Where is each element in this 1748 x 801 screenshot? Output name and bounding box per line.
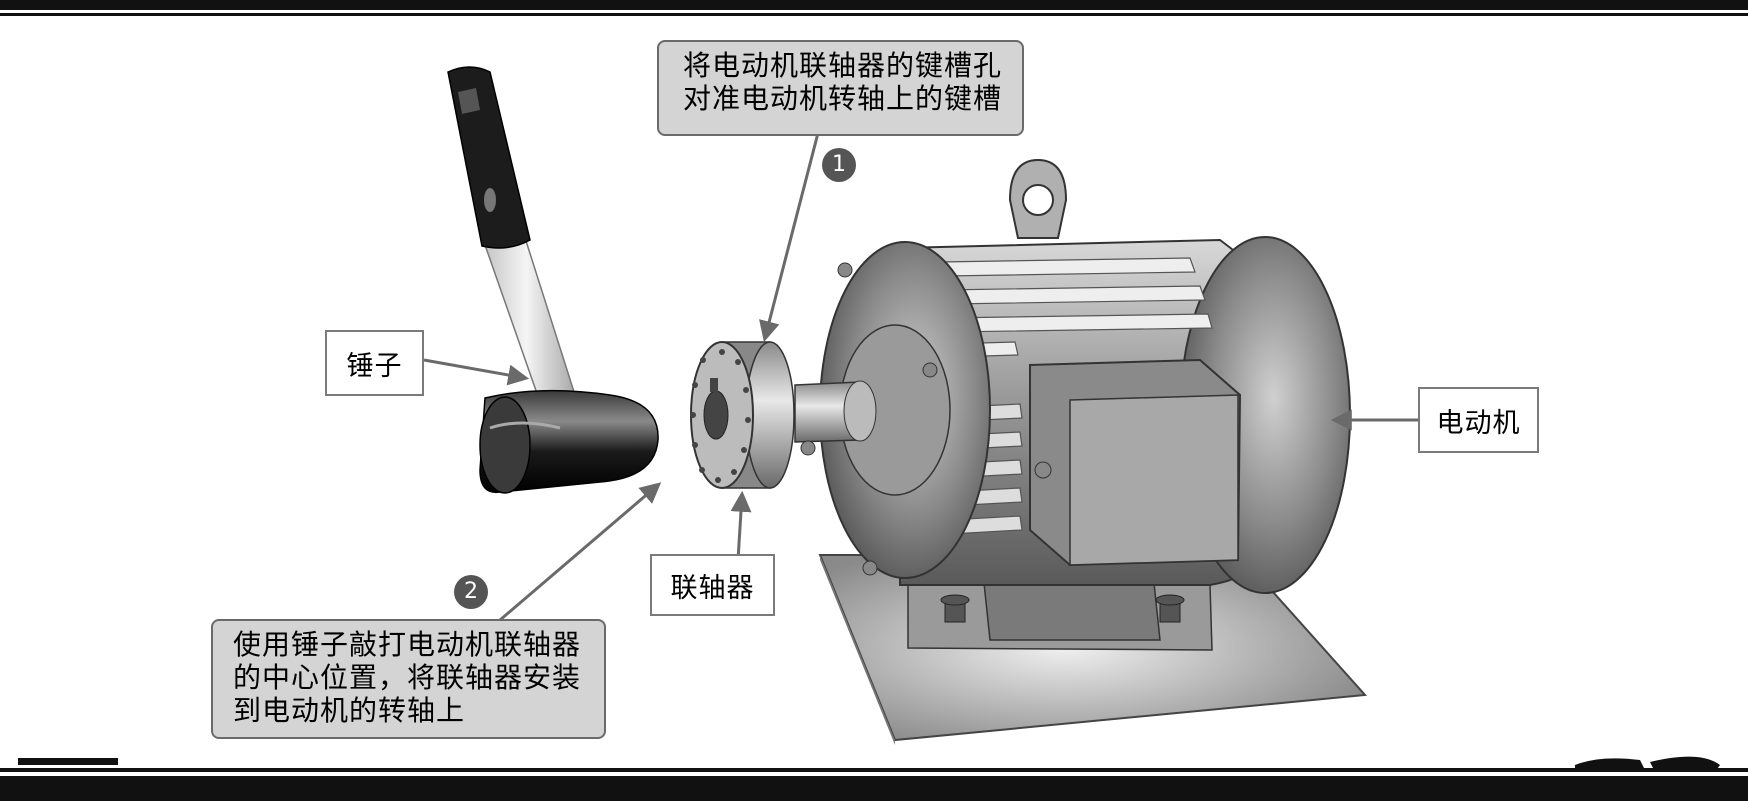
arrow-coupling <box>730 490 752 561</box>
callout-step2-line2: 的中心位置，将联轴器安装 <box>233 661 582 694</box>
bottom-border-thin <box>0 768 1748 772</box>
callout-step2: 使用锤子敲打电动机联轴器 的中心位置，将联轴器安装 到电动机的转轴上 <box>211 619 606 739</box>
callout-step1-line1: 将电动机联轴器的键槽孔 <box>683 49 1003 82</box>
callout-step1: 将电动机联轴器的键槽孔 对准电动机转轴上的键槽 <box>657 40 1024 136</box>
callout-step2-line3: 到电动机的转轴上 <box>233 694 466 727</box>
hammer <box>447 66 659 494</box>
top-border-thin <box>0 13 1748 16</box>
callout-step1-line2: 对准电动机转轴上的键槽 <box>683 82 1003 115</box>
arrow-hammer <box>423 358 530 386</box>
coupling <box>690 341 795 489</box>
pointer-arrows <box>423 132 1418 622</box>
label-hammer: 锤子 <box>325 330 424 396</box>
label-motor: 电动机 <box>1418 387 1539 453</box>
step1-badge: 1 <box>822 148 856 182</box>
corner-scribble <box>1575 756 1720 772</box>
bottom-border-thick <box>0 776 1748 801</box>
callout-step2-line1: 使用锤子敲打电动机联轴器 <box>233 628 582 661</box>
label-coupling: 联轴器 <box>650 554 775 616</box>
corner-mark <box>18 758 118 765</box>
arrow-step1 <box>759 132 820 343</box>
step2-badge: 2 <box>454 575 488 609</box>
arrow-step2 <box>499 482 662 622</box>
top-border-thick <box>0 0 1748 10</box>
electric-motor <box>794 158 1368 745</box>
